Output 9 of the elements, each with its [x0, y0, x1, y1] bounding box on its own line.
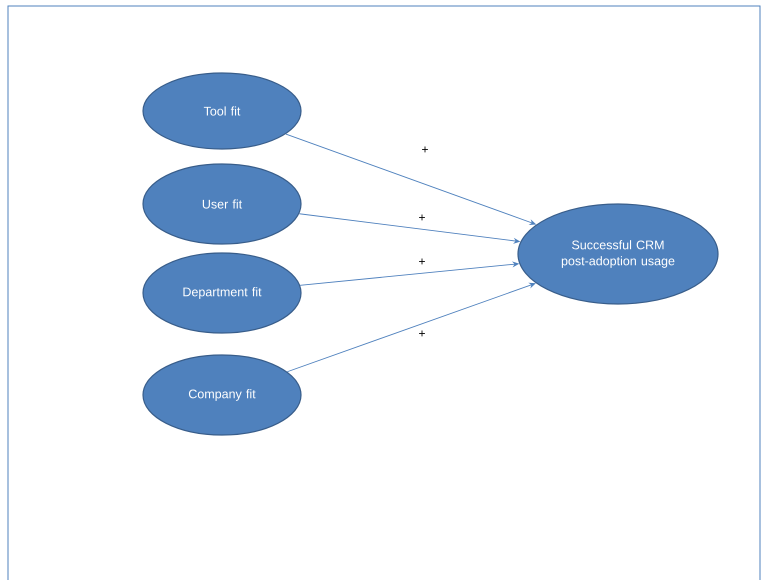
- edge-label: +: [418, 214, 426, 222]
- oval-node: Tool fit: [142, 72, 302, 150]
- edge-label: +: [420, 146, 430, 154]
- edge-label: +: [418, 258, 426, 266]
- oval-node: User fit: [142, 163, 302, 245]
- oval-node: Successful CRM post-adoption usage: [517, 203, 719, 305]
- edge-label: +: [418, 330, 426, 338]
- oval-node: Company fit: [142, 354, 302, 436]
- oval-node: Department fit: [142, 252, 302, 334]
